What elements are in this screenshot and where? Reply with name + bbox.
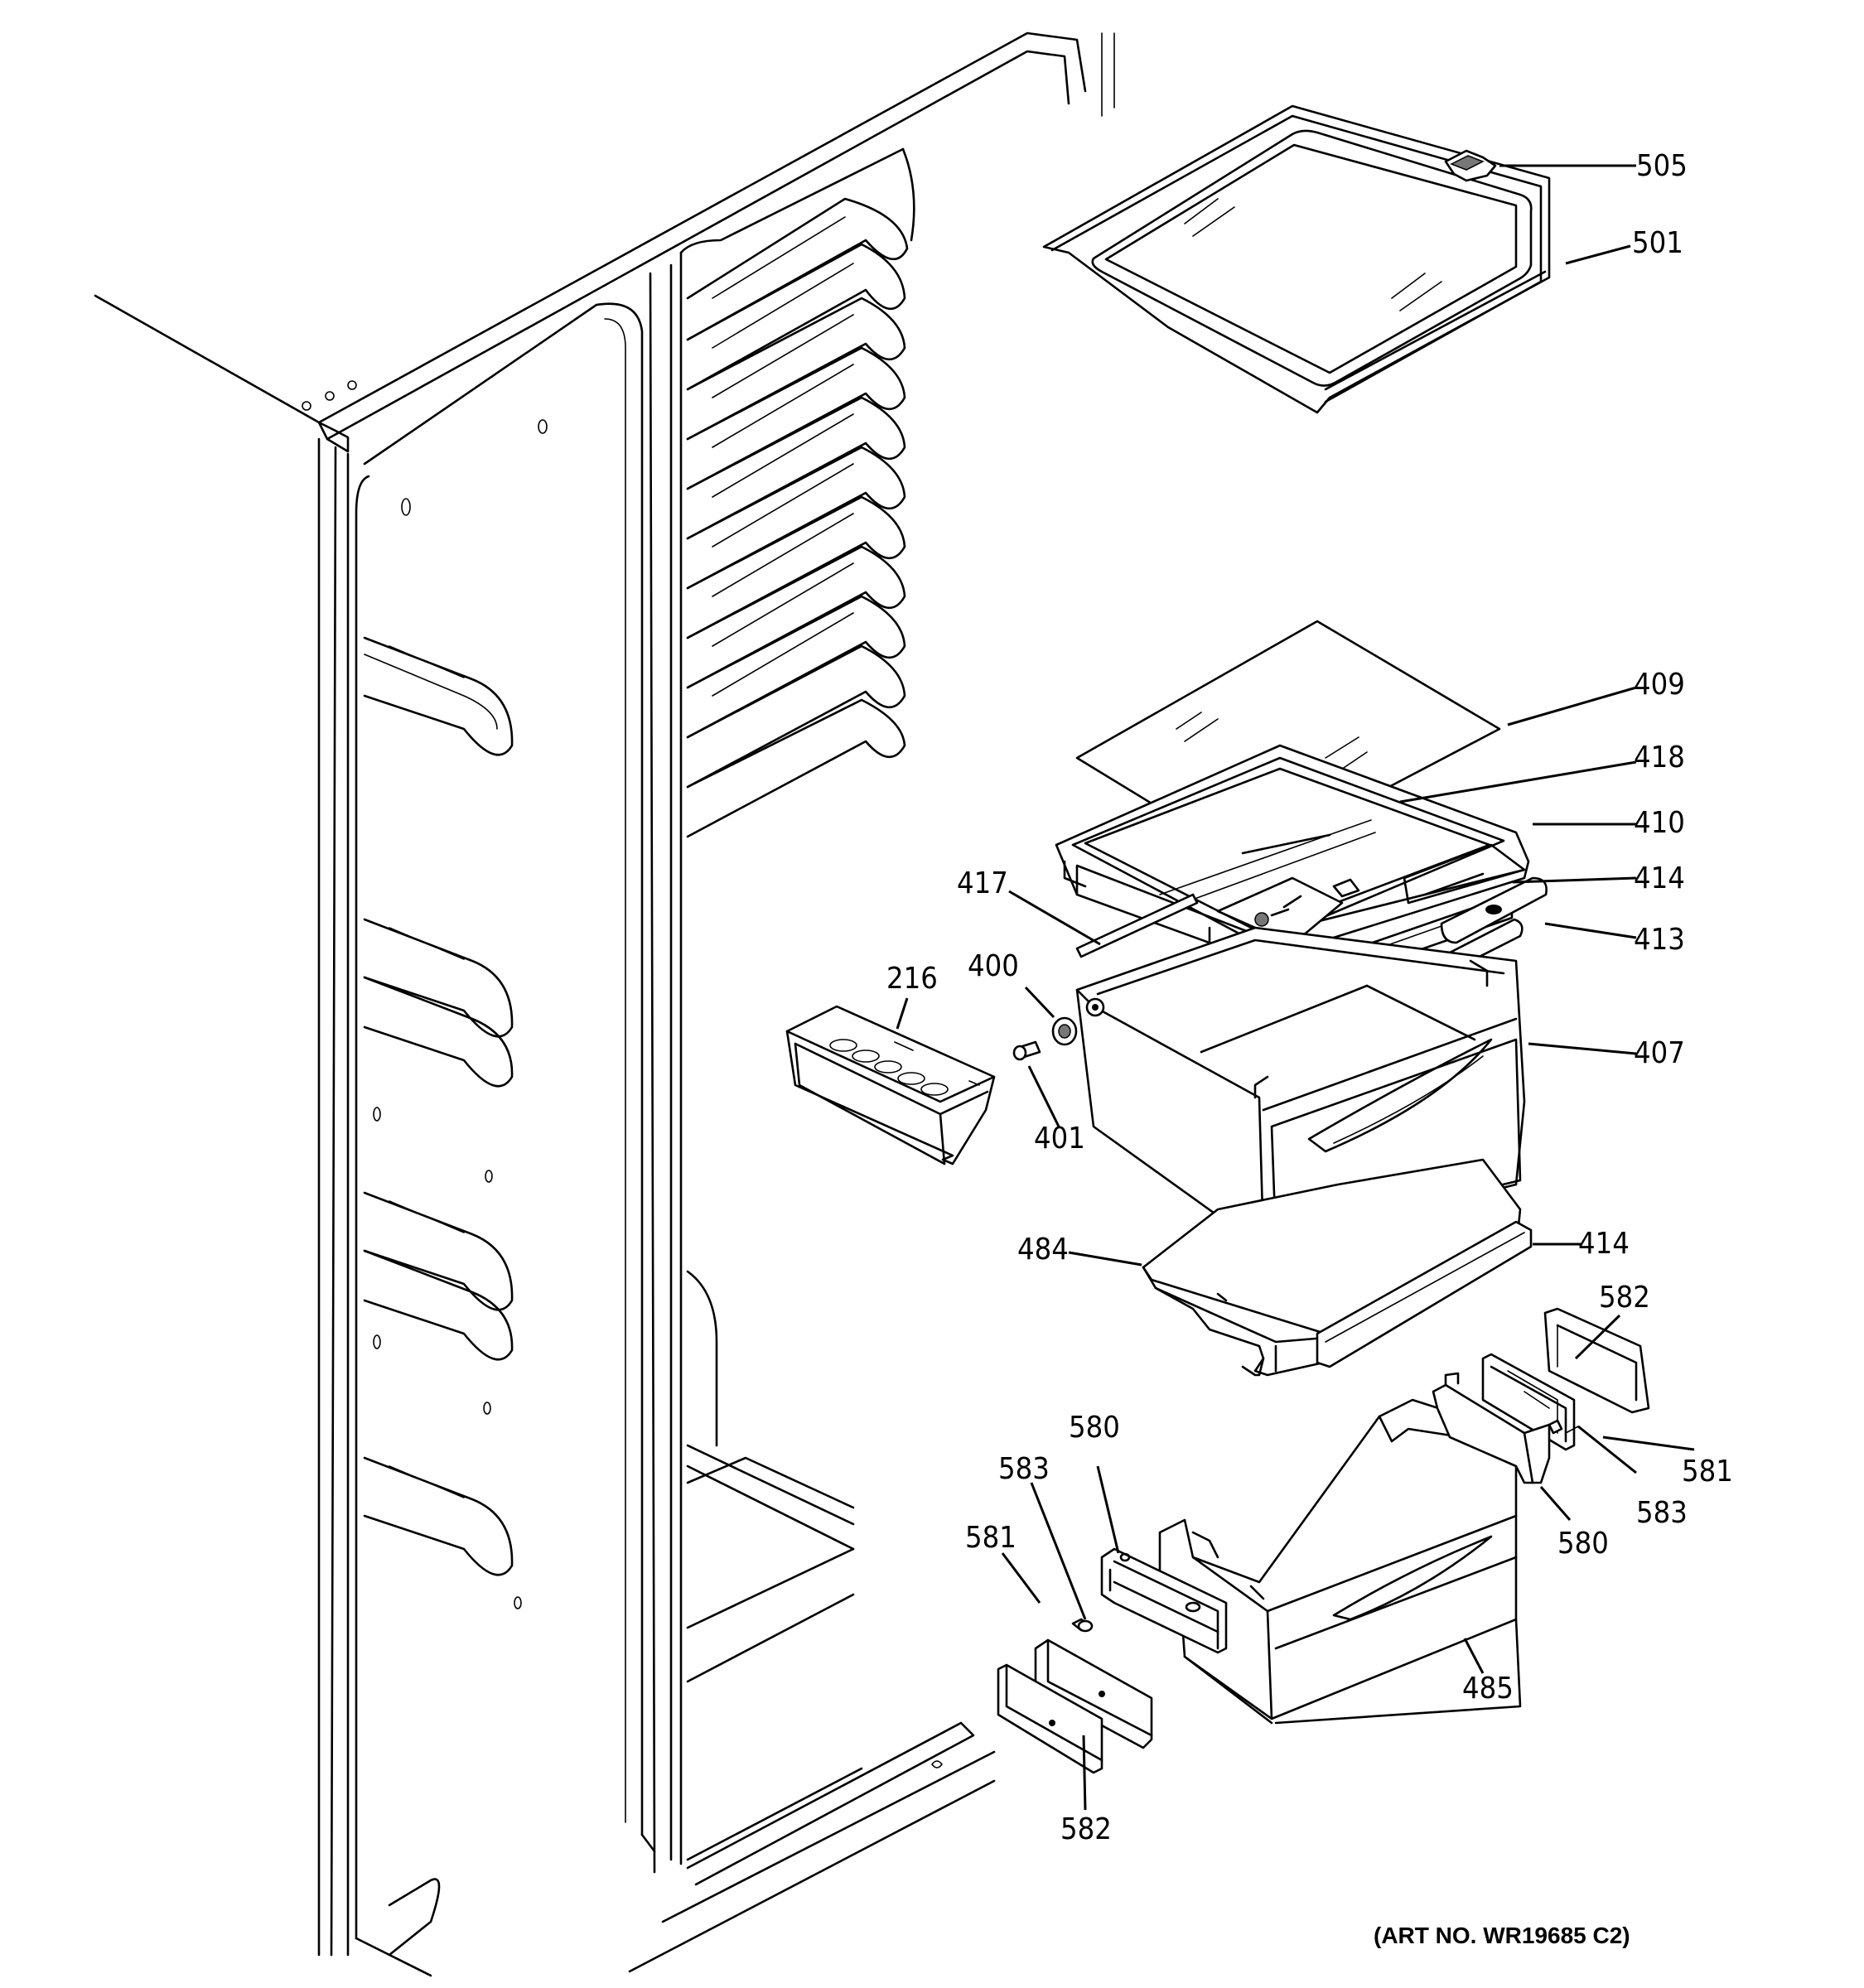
- callout-583-left: 583: [998, 1452, 1050, 1486]
- callout-407: 407: [1634, 1036, 1685, 1070]
- part-216-egg-bin: [785, 1005, 996, 1165]
- part-417-rod: [1075, 893, 1199, 958]
- callout-417: 417: [957, 866, 1008, 900]
- callout-414-lower: 414: [1578, 1227, 1630, 1261]
- part-414-cover-trim: [1316, 1220, 1533, 1368]
- art-number: (ART NO. WR19685 C2): [1374, 1923, 1630, 1948]
- left-slide-assembly: [997, 1547, 1228, 1774]
- callout-580-right: 580: [1557, 1527, 1609, 1561]
- callout-580-left: 580: [1069, 1411, 1120, 1445]
- part-400-cam: [1051, 1016, 1078, 1046]
- callout-485: 485: [1462, 1672, 1514, 1706]
- right-slide-assembly: [1432, 1307, 1650, 1484]
- part-505-shelf-clip: [1444, 149, 1497, 182]
- liner-holes: [373, 419, 548, 1609]
- callout-410: 410: [1634, 806, 1685, 840]
- callout-418: 418: [1634, 741, 1685, 774]
- callout-505: 505: [1636, 149, 1688, 183]
- callout-582-left: 582: [1060, 1812, 1112, 1846]
- part-401-screw: [1012, 1040, 1041, 1061]
- callout-413: 413: [1634, 923, 1685, 957]
- callout-414: 414: [1634, 861, 1685, 895]
- part-501-glass-shelf: [1042, 104, 1551, 414]
- callout-401: 401: [1034, 1122, 1085, 1156]
- callout-581-right: 581: [1682, 1455, 1733, 1489]
- callout-216: 216: [886, 962, 938, 996]
- right-shelf-ledges: [686, 197, 909, 838]
- part-407-crisper-drawer: [1075, 926, 1526, 1244]
- callout-484: 484: [1017, 1233, 1069, 1267]
- fresh-food-cabinet: [94, 31, 1115, 1977]
- callout-583-right: 583: [1636, 1496, 1688, 1530]
- callout-582-right: 582: [1599, 1281, 1650, 1315]
- left-shelf-ledges: [363, 636, 514, 1576]
- callout-501: 501: [1632, 226, 1683, 260]
- callout-400: 400: [968, 949, 1019, 983]
- callout-409: 409: [1634, 668, 1685, 702]
- callout-labels: 505 501 409 418 410 414 417 413 216 400 …: [886, 149, 1733, 1846]
- callout-581-left: 581: [965, 1521, 1017, 1555]
- leader-lines: [896, 164, 1695, 1811]
